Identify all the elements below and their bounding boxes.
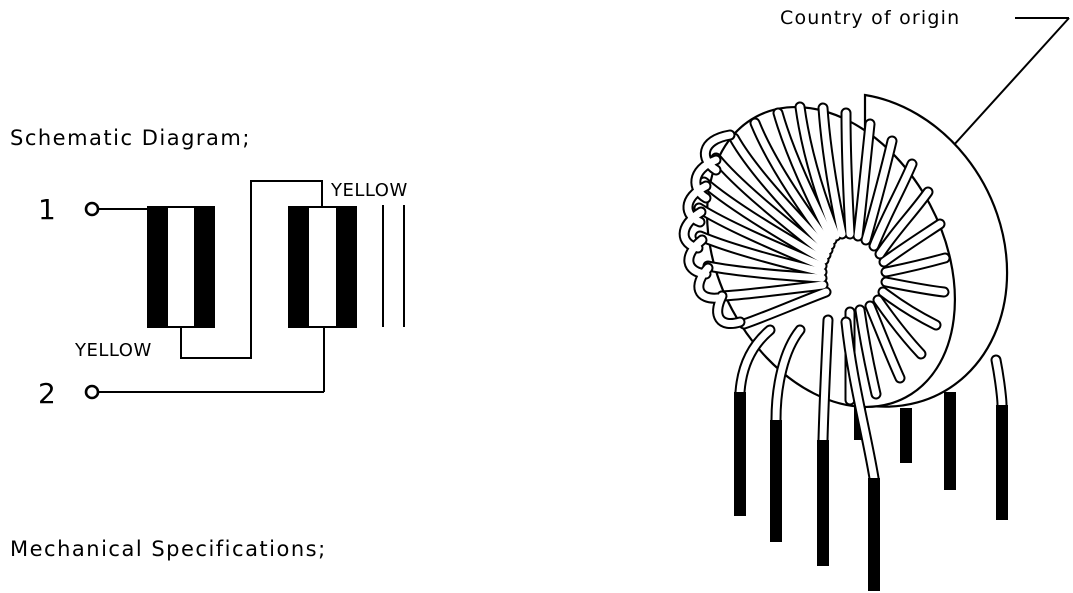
pin-1-label: 1	[38, 193, 56, 226]
winding-2	[288, 206, 357, 328]
front-leads	[734, 314, 1008, 591]
schematic-diagram: 1 2 YELLOW YELLOW	[38, 180, 408, 410]
pin-2-terminal	[84, 384, 100, 400]
wire-label-yellow-bottom: YELLOW	[74, 340, 152, 361]
callout-text: Country of origin	[780, 7, 960, 29]
pin-2-label: 2	[38, 377, 56, 410]
winding-1	[147, 206, 215, 328]
toroid-illustration	[678, 93, 1009, 591]
pin-1-terminal	[84, 201, 100, 217]
interconnect-wire	[180, 180, 323, 359]
wire-label-yellow-top: YELLOW	[330, 180, 408, 201]
schematic-heading: Schematic Diagram;	[10, 126, 251, 150]
mechanical-heading: Mechanical Specifications;	[10, 537, 327, 561]
callout-leader	[932, 17, 1070, 169]
